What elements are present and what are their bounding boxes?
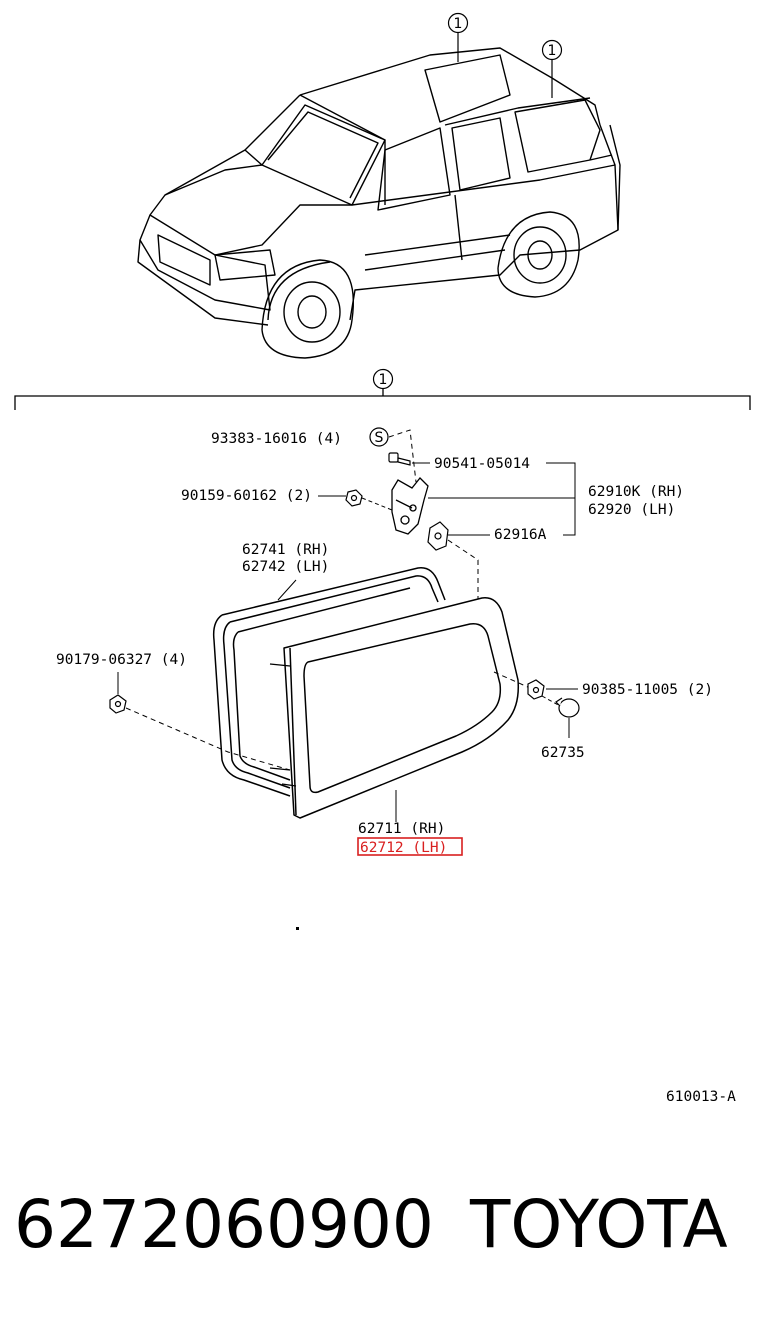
label-62910k-rh: 62910K (RH) [588, 484, 684, 500]
svg-text:1: 1 [379, 372, 388, 388]
label-90159-60162: 90159-60162 (2) [181, 488, 312, 504]
nut-90385 [527, 679, 545, 700]
highlight-box-62712 [357, 837, 463, 856]
section-marker: 1 [372, 368, 394, 390]
footer-brand: TOYOTA [470, 1186, 728, 1263]
label-90385-11005: 90385-11005 (2) [582, 682, 713, 698]
stray-mark [296, 927, 299, 930]
leader-62741 [277, 579, 297, 601]
latch-bracket-62910k [391, 477, 429, 535]
label-62916a: 62916A [494, 527, 547, 543]
svg-text:S: S [375, 430, 384, 446]
svg-text:1: 1 [454, 16, 463, 32]
vehicle-callout-1b: 1 [541, 39, 563, 61]
vehicle-callout-1a: 1 [447, 12, 469, 34]
label-62735: 62735 [541, 745, 585, 761]
label-90179-06327: 90179-06327 (4) [56, 652, 187, 668]
leader-93383 [388, 429, 417, 483]
glass-studs [269, 663, 297, 787]
leader-62910k [428, 462, 576, 536]
leader-clip-to-strip [125, 707, 291, 771]
special-part-s-marker: S [369, 427, 389, 447]
label-62712-lh: 62712 (LH) [360, 840, 447, 856]
leader-nut-to-glass [493, 671, 531, 689]
label-62742-lh: 62742 (LH) [242, 559, 329, 575]
diagram-code: 610013-A [666, 1089, 736, 1105]
section-bracket [14, 388, 751, 410]
quarter-window-glass-62711 [283, 597, 520, 819]
svg-text:1: 1 [548, 43, 557, 59]
label-62711-rh: 62711 (RH) [358, 821, 445, 837]
label-62920-lh: 62920 (LH) [588, 502, 675, 518]
vehicle-callout-leaders [457, 33, 553, 98]
cap-62735 [555, 697, 580, 718]
label-90541-05014: 90541-05014 [434, 456, 530, 472]
vehicle-illustration [137, 47, 621, 359]
pad-62916a [427, 521, 449, 551]
weatherstrip-62741 [212, 567, 446, 797]
label-93383-16016: 93383-16016 (4) [211, 431, 342, 447]
nut-90159 [345, 489, 363, 507]
screw-90541 [388, 452, 411, 466]
leader-90159 [361, 497, 393, 511]
footer-part-number: 6272060900 [14, 1186, 434, 1263]
leader-nut-to-cap [541, 695, 561, 707]
clip-90179 [109, 694, 127, 714]
label-62741-rh: 62741 (RH) [242, 542, 329, 558]
